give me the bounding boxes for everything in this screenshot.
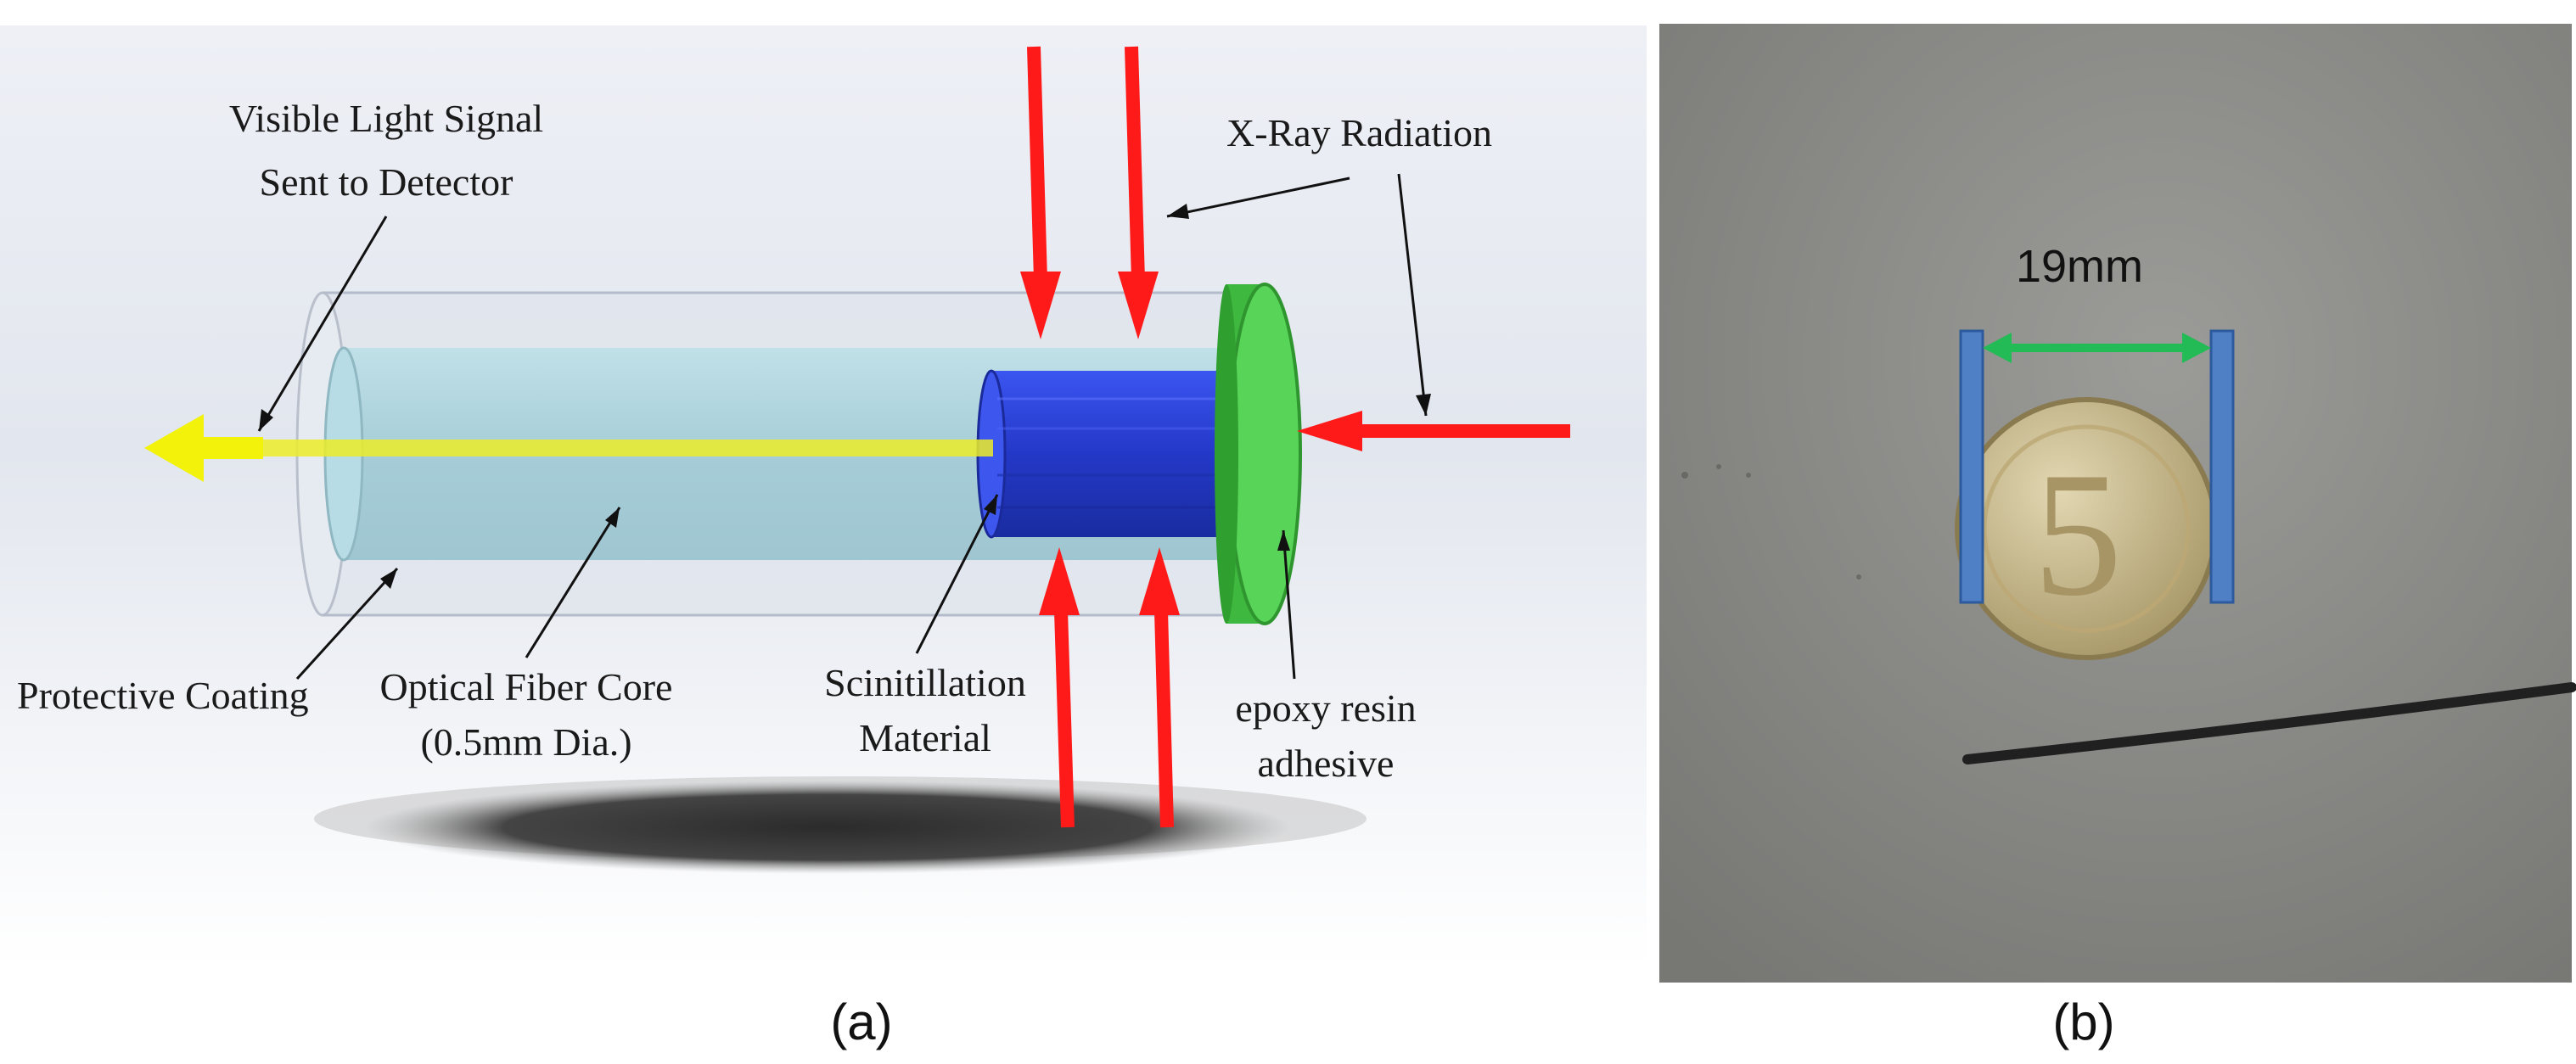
bracket-right bbox=[2209, 329, 2235, 604]
xray-arrow-bottom-1 bbox=[1039, 547, 1080, 828]
leader-fiber-core bbox=[525, 507, 621, 658]
label-xray: X-Ray Radiation bbox=[1226, 111, 1492, 154]
scintillation-material bbox=[976, 369, 1231, 539]
photo-speck bbox=[1746, 473, 1751, 478]
leader-xray-top bbox=[1166, 176, 1350, 218]
xray-arrow-bottom-2 bbox=[1139, 547, 1180, 828]
fiber-shadow bbox=[365, 781, 1290, 874]
label-visible-light-line1: Visible Light Signal bbox=[229, 97, 543, 140]
label-visible-light-line2: Sent to Detector bbox=[260, 160, 514, 204]
label-epoxy-line1: epoxy resin bbox=[1235, 686, 1416, 730]
photo-speck bbox=[1681, 472, 1688, 479]
measurement-arrow bbox=[1983, 333, 2211, 363]
leader-epoxy bbox=[1282, 529, 1296, 680]
photo-speck bbox=[1856, 574, 1861, 580]
leader-scintillation-head bbox=[984, 495, 997, 515]
leader-visible-light bbox=[257, 216, 388, 432]
coin-numeral-glyph: 5 bbox=[2034, 436, 2123, 633]
optical-fiber-wire bbox=[1962, 682, 2576, 764]
leader-protective-coating bbox=[295, 567, 399, 680]
label-epoxy-line2: adhesive bbox=[1258, 742, 1395, 785]
measurement-label: 19mm bbox=[2016, 241, 2143, 292]
leader-xray-top-head bbox=[1167, 204, 1189, 219]
caption-b: (b) bbox=[2052, 994, 2114, 1050]
xray-arrow-top-1 bbox=[1020, 46, 1061, 339]
leader-xray-right bbox=[1397, 173, 1428, 417]
bracket-left bbox=[1959, 329, 1984, 604]
leader-xray-right-head bbox=[1416, 394, 1431, 416]
caption-a: (a) bbox=[830, 994, 892, 1050]
coin: 5 bbox=[1955, 397, 2218, 660]
leader-scintillation bbox=[915, 494, 999, 654]
label-fiber-core-line2: (0.5mm Dia.) bbox=[420, 720, 631, 764]
xray-arrow-right bbox=[1297, 411, 1570, 451]
label-scintillation-line2: Material bbox=[859, 716, 991, 759]
label-fiber-core-line1: Optical Fiber Core bbox=[380, 665, 673, 708]
leader-visible-light-head bbox=[259, 409, 273, 431]
leader-protective-coating-head bbox=[380, 568, 397, 589]
xray-arrow-top-2 bbox=[1118, 46, 1159, 339]
photo-speck bbox=[1716, 464, 1721, 469]
visible-light-signal bbox=[144, 414, 993, 482]
panel-b: 5 19mm (b) bbox=[1659, 24, 2576, 1050]
leader-epoxy-head bbox=[1277, 530, 1290, 551]
panel-a: Visible Light Signal Sent to Detector X-… bbox=[0, 25, 1647, 1050]
label-protective-coating: Protective Coating bbox=[17, 674, 309, 717]
leader-fiber-core-head bbox=[605, 507, 620, 528]
label-scintillation-line1: Scinitillation bbox=[824, 661, 1026, 704]
